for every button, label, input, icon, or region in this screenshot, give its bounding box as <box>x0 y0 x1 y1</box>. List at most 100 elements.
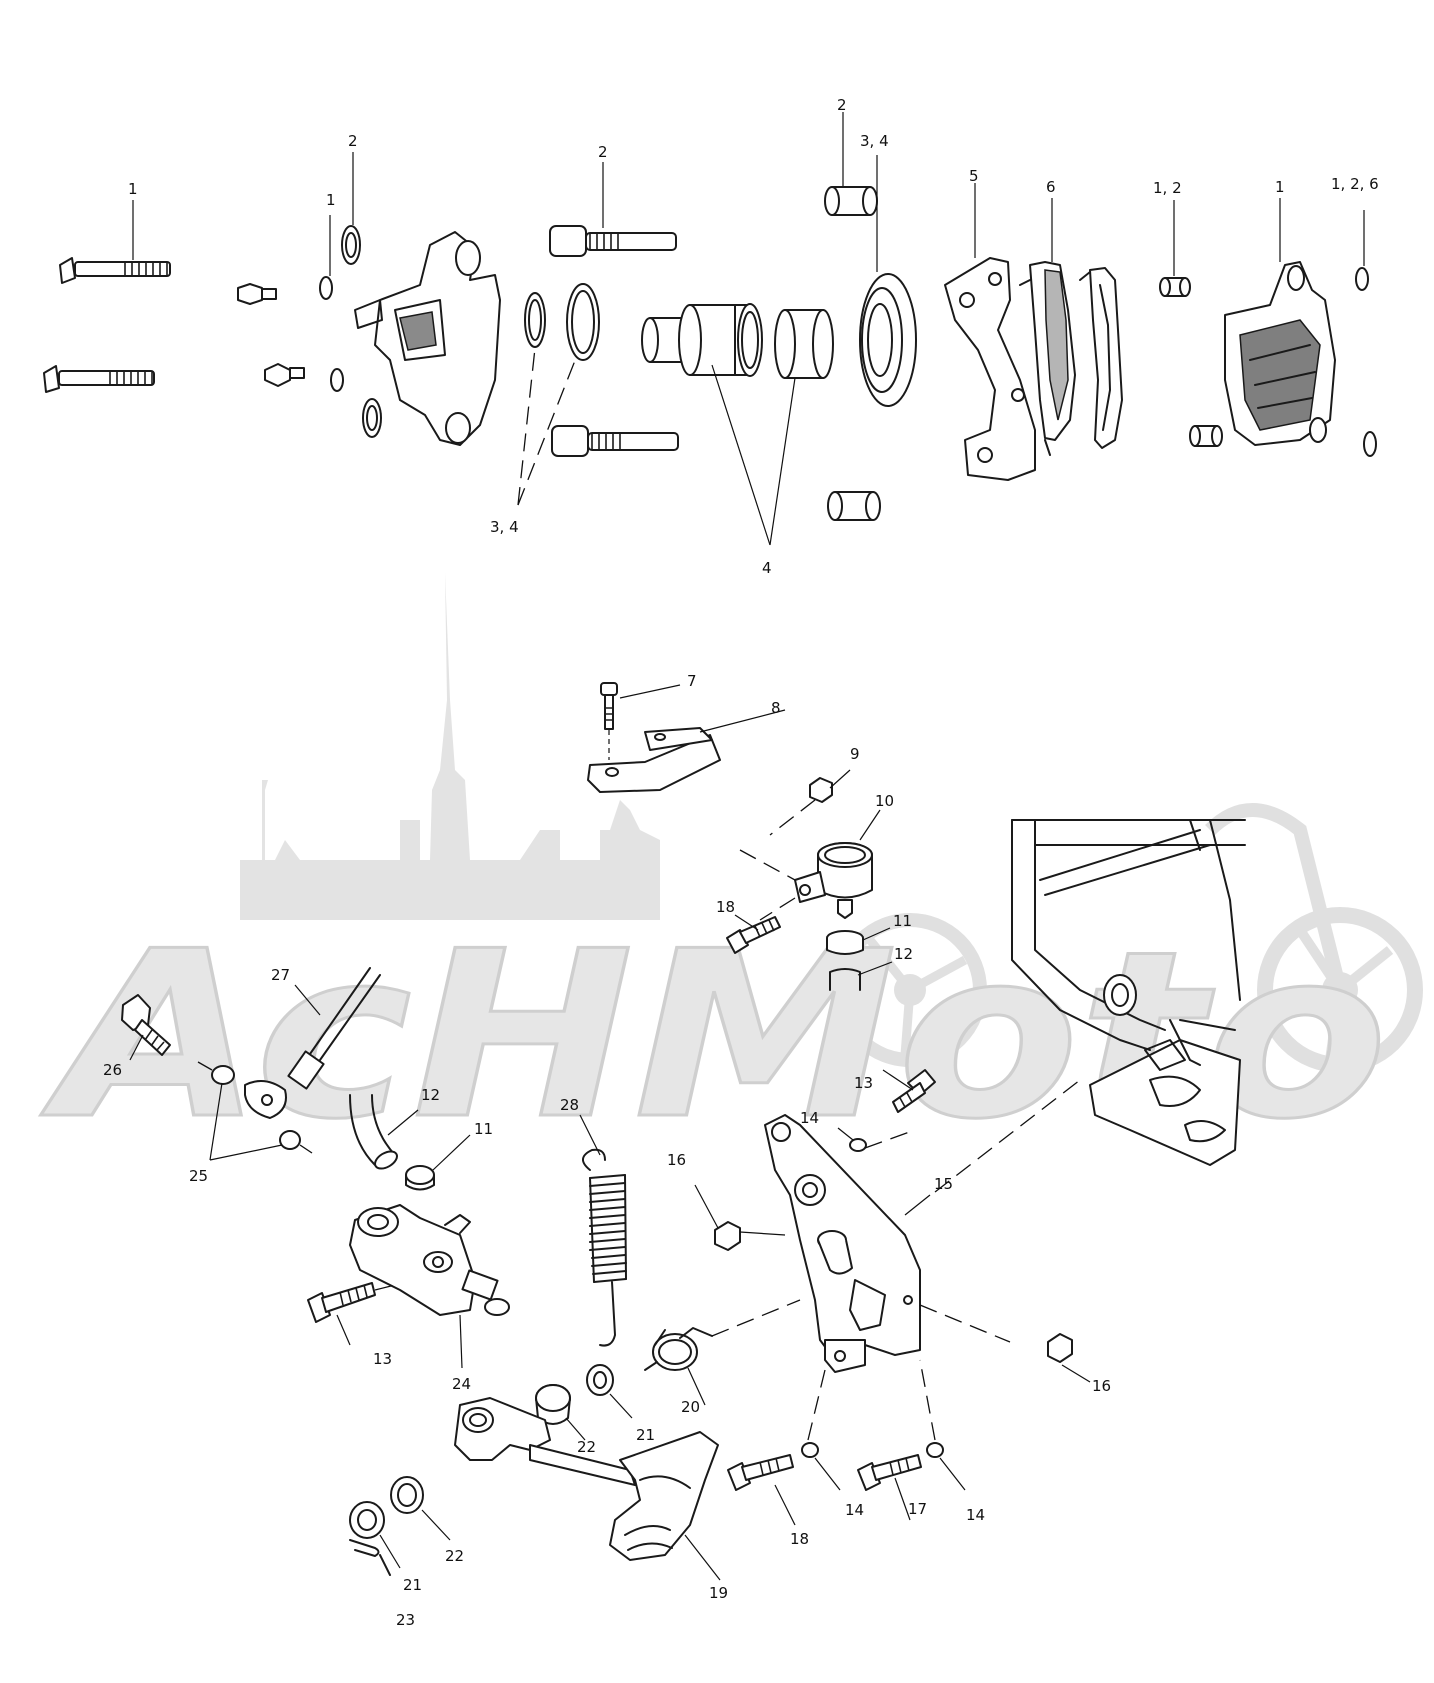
clamp-11-lower <box>405 1165 435 1191</box>
washer-25-lower <box>279 1130 301 1150</box>
bleeder-valve-lower <box>264 363 305 387</box>
piston-cup <box>774 309 834 379</box>
master-cylinder-24 <box>349 1204 510 1316</box>
bushing-22 <box>535 1384 571 1425</box>
callout-label: 13 <box>373 1350 392 1368</box>
washer-14-lower-left <box>801 1442 819 1458</box>
bolt-18-lower <box>727 1454 794 1491</box>
caliper-body-outer <box>1224 261 1336 446</box>
washer-22-lower <box>390 1476 424 1514</box>
large-seal <box>859 273 917 407</box>
callout-label: 10 <box>875 792 894 810</box>
washer-21-lower <box>349 1501 385 1539</box>
bolt-7 <box>600 682 618 730</box>
callout-label: 16 <box>1092 1377 1111 1395</box>
callout-label: 1 <box>1275 178 1285 196</box>
callout-label: 12 <box>894 945 913 963</box>
callout-label: 21 <box>403 1576 422 1594</box>
o-ring-2-upper <box>341 225 361 265</box>
brake-pad-inner <box>1019 261 1076 456</box>
pedal-assembly <box>121 682 1091 1581</box>
callout-label: 3, 4 <box>490 518 519 536</box>
callout-label: 15 <box>934 1175 953 1193</box>
reservoir-10 <box>794 842 873 919</box>
nut-16-left <box>714 1221 741 1251</box>
top-leader-lines <box>132 112 1365 546</box>
washer-21-upper <box>586 1364 614 1396</box>
brake-pedal-19 <box>454 1397 719 1561</box>
callout-label: 3, 4 <box>860 132 889 150</box>
washer-1-lower <box>330 368 344 392</box>
callout-label: 24 <box>452 1375 471 1393</box>
caliper-body-inner <box>354 231 501 446</box>
callout-label: 19 <box>709 1584 728 1602</box>
caliper-assembly <box>43 112 1377 546</box>
washer-1-upper <box>319 276 333 300</box>
bushing-upper <box>824 186 878 216</box>
callout-label: 9 <box>850 745 860 763</box>
callout-label: 12 <box>421 1086 440 1104</box>
vehicle-frame <box>1011 819 1246 1166</box>
callout-label: 14 <box>845 1501 864 1519</box>
washer-14-lower-right <box>926 1442 944 1458</box>
callout-label: 11 <box>893 912 912 930</box>
bolt-26 <box>121 994 171 1056</box>
watermark-cathedral <box>240 572 660 920</box>
callout-label: 2 <box>598 143 608 161</box>
callout-label: 7 <box>687 672 697 690</box>
nut-9 <box>809 777 833 803</box>
callout-label: 22 <box>445 1547 464 1565</box>
callout-label: 1, 2 <box>1153 179 1182 197</box>
small-bushing-upper <box>1159 277 1191 297</box>
bracket-8 <box>587 727 721 793</box>
hose-12-upper <box>829 968 861 991</box>
callout-label: 1 <box>326 191 336 209</box>
guide-pin-lower <box>551 425 679 457</box>
callout-label: 18 <box>790 1530 809 1548</box>
return-spring-28 <box>582 1148 627 1347</box>
callout-label: 22 <box>577 1438 596 1456</box>
bushing-lower <box>827 491 881 521</box>
callout-label: 14 <box>800 1109 819 1127</box>
callout-labels: 1 2 1 2 2 3, 4 5 6 1, 2 1 1, 2, 6 3, 4 4… <box>103 96 1379 1629</box>
callout-label: 2 <box>348 132 358 150</box>
guide-pin-upper <box>549 225 677 257</box>
mount-plate-15 <box>764 1114 921 1373</box>
hose-12-lower <box>349 1094 398 1170</box>
callout-label: 13 <box>854 1074 873 1092</box>
caliper-bracket <box>944 257 1036 481</box>
bleeder-valve-upper <box>237 283 277 305</box>
nut-16-right <box>1047 1333 1073 1363</box>
callout-label: 4 <box>762 559 772 577</box>
cotter-pin-23 <box>349 1539 391 1576</box>
callout-label: 27 <box>271 966 290 984</box>
torsion-spring-20 <box>644 1327 713 1371</box>
caliper-bolt-lower <box>43 365 155 393</box>
bolt-13-lower <box>307 1282 376 1323</box>
retainer-clip-upper <box>1355 267 1369 291</box>
callout-label: 6 <box>1046 178 1056 196</box>
callout-label: 21 <box>636 1426 655 1444</box>
bolt-17 <box>857 1454 922 1491</box>
callout-label: 16 <box>667 1151 686 1169</box>
callout-label: 20 <box>681 1398 700 1416</box>
callout-label: 1, 2, 6 <box>1331 175 1379 193</box>
callout-label: 1 <box>128 180 138 198</box>
watermark-motorbike <box>833 803 1423 1073</box>
cable-27 <box>244 967 381 1119</box>
washer-25-upper <box>211 1065 235 1085</box>
brake-pad-outer <box>1079 267 1123 449</box>
clamp-11-upper <box>826 930 864 955</box>
caliper-bolt-upper <box>59 257 171 284</box>
callout-label: 28 <box>560 1096 579 1114</box>
retainer-clip-lower <box>1363 431 1377 457</box>
callout-label: 2 <box>837 96 847 114</box>
piston-assembly <box>641 303 763 377</box>
small-bushing-lower <box>1189 425 1223 447</box>
callout-label: 23 <box>396 1611 415 1629</box>
callout-label: 26 <box>103 1061 122 1079</box>
o-ring-2-lower <box>362 398 382 438</box>
callout-label: 11 <box>474 1120 493 1138</box>
callout-label: 14 <box>966 1506 985 1524</box>
